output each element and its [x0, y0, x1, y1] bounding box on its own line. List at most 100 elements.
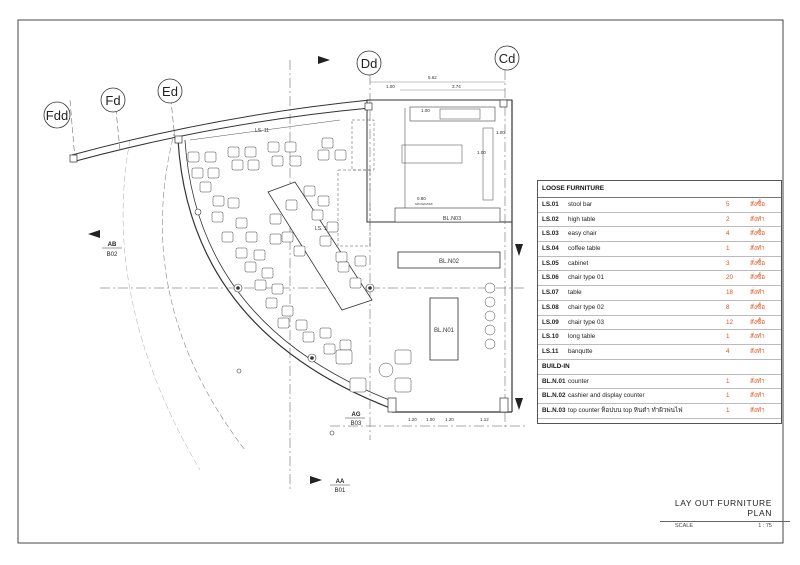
legend-qty: 4	[726, 230, 730, 238]
scale-row: SCALE 1 : 75	[660, 522, 790, 531]
legend-note: สั่งทำ	[750, 289, 765, 297]
legend-desc: chair type 02	[568, 303, 605, 311]
svg-text:B03: B03	[351, 421, 362, 427]
stool-symbol	[484, 310, 496, 322]
legend-qty: 8	[726, 303, 730, 311]
legend-desc: coffee table	[568, 245, 601, 253]
legend-note: สั่งทำ	[750, 347, 765, 355]
dimension-texts: 5.62 3.74 1.00 1.00 0.80 1.00 1.20 1.00 …	[370, 75, 505, 422]
legend-desc: easy chair	[568, 230, 597, 238]
svg-text:B02: B02	[107, 252, 118, 258]
columns	[69, 99, 509, 413]
chair-symbol	[317, 149, 330, 161]
chair-symbol	[211, 211, 224, 223]
kitchen-counter	[409, 106, 496, 122]
scale-label: SCALE	[675, 523, 694, 529]
long-table-label: LS. 10	[315, 226, 330, 232]
kitchen-shelf	[482, 127, 494, 201]
svg-text:Ed: Ed	[162, 84, 178, 99]
legend-code: LS.06	[542, 274, 559, 282]
grid-bubble-ed: Ed	[157, 78, 183, 104]
lounge-set	[335, 349, 412, 393]
legend-note: สั่งซื้อ	[750, 274, 765, 282]
sheet-border	[17, 19, 784, 544]
chair-symbol	[319, 327, 332, 339]
stool-symbol	[484, 296, 496, 308]
svg-text:1.00: 1.00	[421, 108, 430, 113]
title-block: LAY OUT FURNITURE PLAN SCALE 1 : 75	[660, 498, 790, 531]
chair-symbol	[289, 155, 302, 167]
svg-text:AG: AG	[352, 412, 361, 418]
chair-symbol	[187, 151, 200, 163]
legend-code: BL.N.02	[542, 392, 566, 400]
chair-symbol	[317, 195, 330, 207]
chair-symbol	[191, 167, 204, 179]
chair-symbol	[247, 159, 260, 171]
svg-text:1.00: 1.00	[477, 150, 486, 155]
sink	[439, 108, 481, 120]
chair-symbol	[271, 283, 284, 295]
kitchen-island	[401, 144, 463, 164]
legend-note: สั่งซื้อ	[750, 230, 765, 238]
legend-qty: 1	[726, 333, 730, 341]
stool-symbol	[484, 338, 496, 350]
outer-dashed-curve-2	[122, 139, 201, 471]
legend-code: LS.04	[542, 245, 559, 253]
outer-dashed-curve	[162, 129, 246, 451]
legend-desc: cashier and display counter	[568, 392, 645, 400]
chair-symbol	[319, 235, 332, 247]
legend-qty: 1	[726, 245, 730, 253]
bln02-label: BL.N02	[439, 259, 460, 265]
chair-symbol	[311, 209, 324, 221]
legend-code: LS.01	[542, 201, 559, 208]
svg-text:1.00: 1.00	[426, 417, 435, 422]
legend-qty: 1	[726, 406, 730, 414]
drawing-title: LAY OUT FURNITURE PLAN	[674, 498, 772, 518]
chair-symbol	[231, 159, 244, 171]
chair-symbol	[281, 231, 294, 243]
stool-symbol	[484, 324, 496, 336]
banquette	[189, 119, 341, 141]
legend-qty: 18	[726, 289, 734, 297]
legend-desc: long table	[568, 333, 596, 341]
legend-code: BL.N.01	[542, 377, 566, 385]
bln01-label: BL.N01	[434, 328, 455, 334]
chair-symbol	[295, 319, 308, 331]
chair-symbol	[235, 247, 248, 259]
section-arrow-right-2	[515, 398, 523, 410]
chair-symbol	[323, 343, 336, 355]
chair-symbol	[267, 141, 280, 153]
legend-note: สั่งซื้อ	[750, 201, 765, 208]
chair-symbol	[302, 331, 315, 343]
svg-text:AA: AA	[336, 479, 345, 485]
svg-text:1.20: 1.20	[445, 417, 454, 422]
chair-symbol	[269, 213, 282, 225]
svg-text:Fdd: Fdd	[46, 108, 68, 123]
chair-symbol	[354, 255, 367, 267]
chair-symbol	[235, 217, 248, 229]
chair-symbol	[321, 137, 334, 149]
legend-qty: 2	[726, 215, 730, 223]
build-in-heading: BUILD-IN	[538, 360, 781, 375]
scale-value: 1 : 75	[758, 523, 772, 529]
legend-desc: high table	[568, 215, 596, 223]
chair-symbol	[339, 339, 352, 351]
legend-qty: 12	[726, 318, 734, 326]
title-rule	[660, 521, 790, 522]
legend-desc: table	[568, 289, 582, 297]
legend-code: LS.05	[542, 259, 559, 267]
chair-symbol	[227, 146, 240, 158]
chair-symbol	[271, 155, 284, 167]
svg-text:1.12: 1.12	[480, 417, 489, 422]
chair-symbol	[207, 167, 220, 179]
